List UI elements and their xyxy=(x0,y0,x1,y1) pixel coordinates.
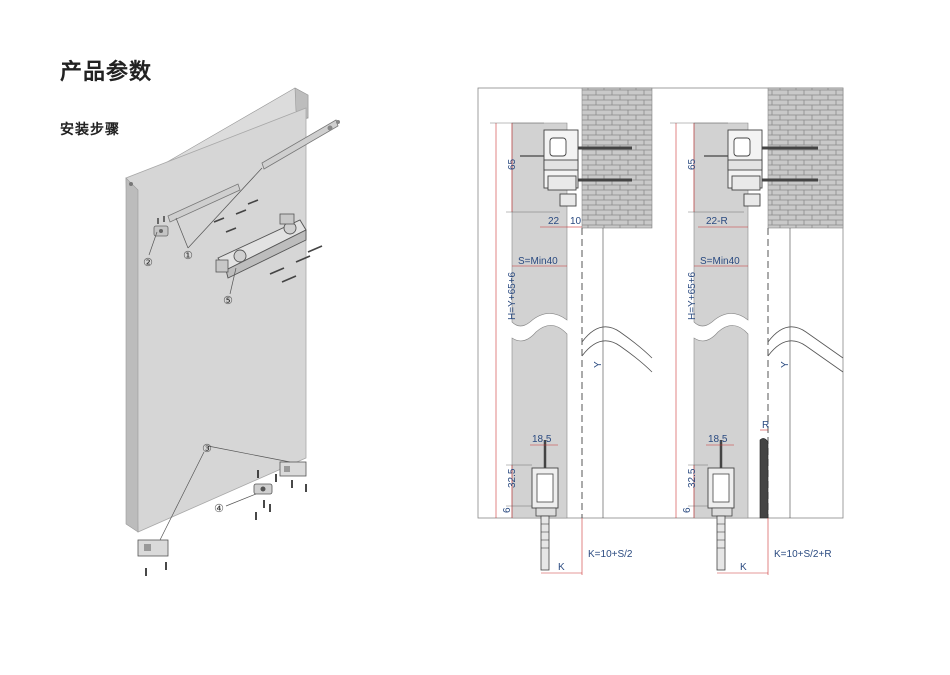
dim-bottom-height: 32.5 xyxy=(687,468,698,488)
callout-1: ① xyxy=(183,249,193,262)
section-left: 65 22 10 S=Min40 H=Y+65+6 Y 18.5 32.5 6 … xyxy=(490,87,653,575)
bottom-guide xyxy=(707,440,735,571)
dim-opening: Y xyxy=(593,361,604,368)
skirting-board xyxy=(759,438,769,519)
top-hanger xyxy=(520,129,632,207)
dim-floor-gap: 6 xyxy=(502,507,513,513)
wall-brick xyxy=(767,87,844,229)
screw-icon xyxy=(327,125,333,131)
drawing-frame xyxy=(477,87,844,519)
section-right: 65 22-R S=Min40 H=Y+65+6 Y 18.5 R 32.5 6… xyxy=(670,87,844,575)
door-exploded-view: ① ② ③ ④ ⑤ xyxy=(125,87,340,576)
dim-k-formula: K=10+S/2 xyxy=(588,549,633,560)
door-edge xyxy=(125,177,139,533)
dim-total-height: H=Y+65+6 xyxy=(507,271,518,320)
dim-r: R xyxy=(762,420,769,431)
extension-lines xyxy=(490,122,560,507)
roller-assembly-5 xyxy=(215,213,307,279)
dim-bottom-height: 32.5 xyxy=(507,468,518,488)
bottom-guide xyxy=(531,440,559,571)
dim-bottom-width: 18.5 xyxy=(532,434,552,445)
dim-k-formula: K=10+S/2+R xyxy=(774,549,832,560)
dimension-lines xyxy=(675,123,769,575)
screw-icon xyxy=(336,120,340,124)
screw-icon xyxy=(129,182,133,186)
page-title: 产品参数 xyxy=(60,60,153,85)
break-line xyxy=(767,326,844,359)
dim-top-width: 22 xyxy=(548,216,560,227)
callout-3: ③ xyxy=(202,442,212,455)
bracket-2-part xyxy=(153,216,169,237)
screws-group xyxy=(213,199,323,283)
section-title: 安装步骤 xyxy=(60,122,120,138)
door-slab-lower xyxy=(693,325,749,519)
guide-rail-left xyxy=(167,183,241,223)
dimension-lines xyxy=(495,123,583,575)
break-line xyxy=(581,340,653,373)
callout-leaders xyxy=(148,167,291,541)
door-panel xyxy=(125,107,307,533)
dim-opening: Y xyxy=(780,361,791,368)
dim-k: K xyxy=(558,562,565,573)
top-hanger xyxy=(704,129,818,207)
break-line xyxy=(767,340,844,373)
bottom-screws xyxy=(145,470,307,576)
callout-4: ④ xyxy=(214,502,224,515)
dim-top-gap: 10 xyxy=(570,216,582,227)
callout-5: ⑤ xyxy=(223,294,233,307)
floor-guide-4 xyxy=(253,483,273,495)
dim-floor-gap: 6 xyxy=(682,507,693,513)
dim-total-height: H=Y+65+6 xyxy=(687,271,698,320)
extension-lines xyxy=(670,122,744,507)
dim-top-width: 22-R xyxy=(706,216,728,227)
bottom-guide-3 xyxy=(137,461,307,557)
dim-top-height: 65 xyxy=(507,158,518,170)
dim-door-thickness: S=Min40 xyxy=(700,256,740,267)
guide-rail-right xyxy=(261,119,339,170)
wall-brick xyxy=(581,87,653,229)
callout-2: ② xyxy=(143,256,153,269)
dim-door-thickness: S=Min40 xyxy=(518,256,558,267)
dim-bottom-width: 18.5 xyxy=(708,434,728,445)
dim-k: K xyxy=(740,562,747,573)
dim-top-height: 65 xyxy=(687,158,698,170)
callout-markers: ① ② ③ ④ ⑤ xyxy=(143,249,233,515)
break-line xyxy=(581,326,653,359)
